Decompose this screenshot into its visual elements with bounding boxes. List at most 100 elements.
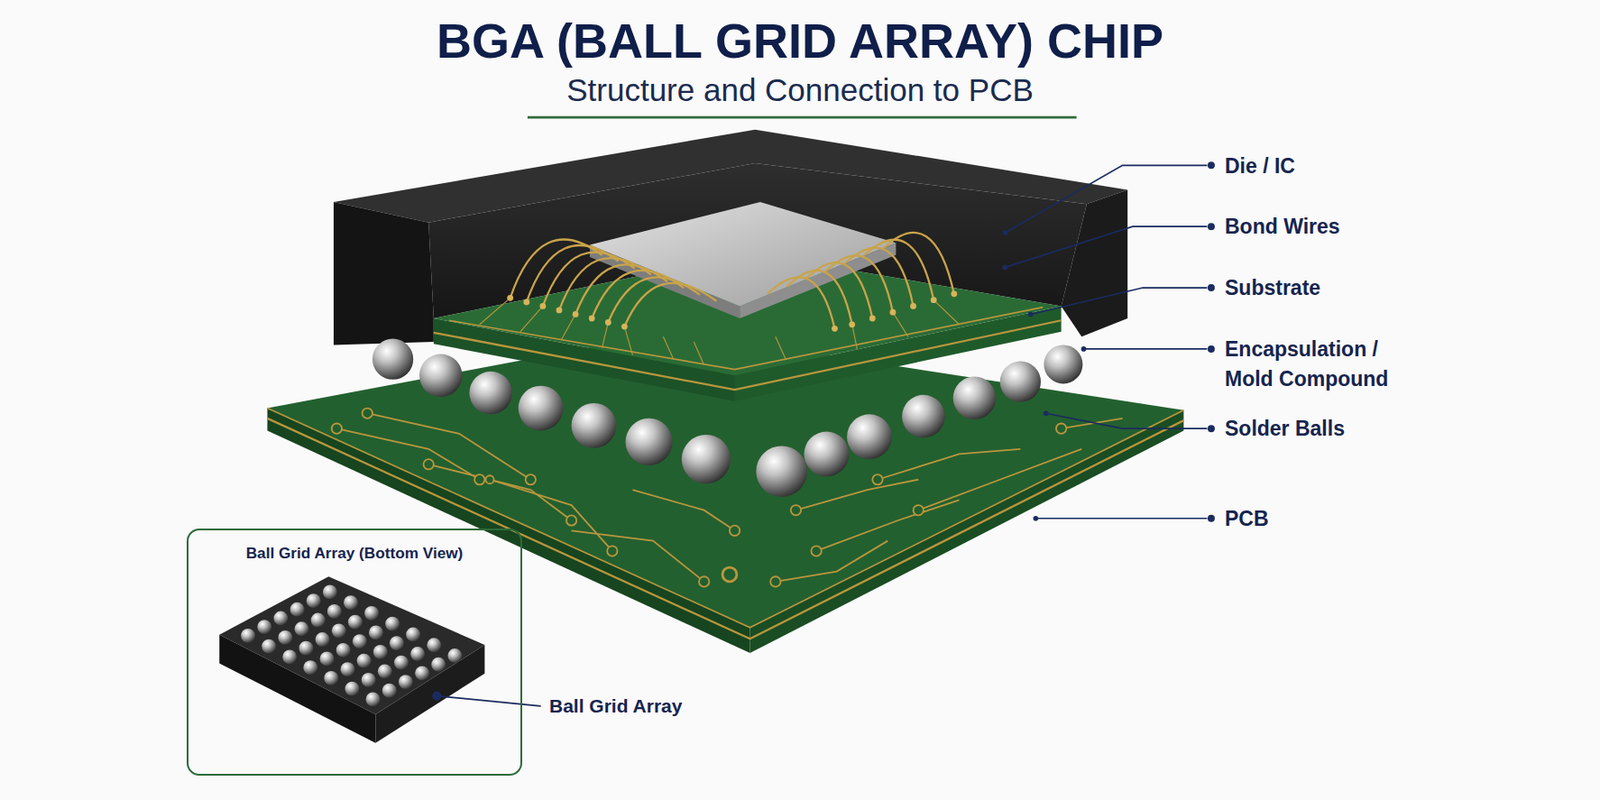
part-label: Bond Wires <box>1224 211 1341 242</box>
substrate <box>449 307 1043 370</box>
bond-pads <box>605 319 612 326</box>
leader-dots <box>1207 284 1215 292</box>
bga-ball-grid <box>273 611 288 626</box>
die <box>589 202 896 306</box>
bga-ball-grid <box>261 639 276 654</box>
bga-ball-grid <box>298 641 313 656</box>
bga-ball-grid <box>306 593 322 608</box>
pcb-traces <box>816 499 959 552</box>
die <box>589 202 896 319</box>
substrate-traces <box>775 336 786 359</box>
mold-compound <box>1061 189 1129 337</box>
pcb-pads <box>525 474 536 485</box>
solder-balls <box>518 386 564 432</box>
pcb-pads <box>913 505 924 515</box>
solder-balls <box>804 432 850 478</box>
leader-lines <box>1084 348 1208 350</box>
pcb-pads <box>423 459 434 469</box>
pcb-pads <box>770 576 781 587</box>
bga-ball-grid <box>447 648 462 663</box>
bga-ball-grid <box>323 671 339 686</box>
bond-pads <box>869 315 876 322</box>
leader-lines <box>1046 413 1208 429</box>
bond-pads <box>930 296 938 304</box>
pcb-pads <box>790 505 801 515</box>
bond-pads <box>621 323 628 331</box>
bga-ball-grid <box>414 665 430 681</box>
bond-wires <box>510 232 955 329</box>
pcb-pads <box>1056 423 1067 434</box>
pcb-pads <box>486 475 495 484</box>
bond-wires <box>624 283 717 327</box>
leader-dots <box>432 161 1215 700</box>
bga-ball-grid <box>385 616 400 632</box>
leader-dots <box>1207 514 1215 523</box>
pcb-pads <box>566 514 577 525</box>
leader-lines <box>1035 517 1207 520</box>
title-underline <box>527 116 1077 120</box>
leader-lines <box>1004 226 1207 267</box>
solder-balls <box>846 413 892 460</box>
leader-dots <box>1081 346 1087 352</box>
bga-ball-grid <box>361 672 377 688</box>
bga-ball-grid <box>320 651 335 666</box>
pcb-pads <box>810 545 821 556</box>
solder-balls <box>372 339 1083 497</box>
solder-balls <box>372 339 414 380</box>
bga-ball-grid <box>331 623 347 638</box>
bga-ball-grid <box>343 595 359 610</box>
bond-wires <box>845 248 914 307</box>
bond-wires <box>591 270 684 319</box>
bga-ball-grid <box>398 674 414 690</box>
bga-ball-grid <box>366 692 381 708</box>
bga-ball-grid <box>348 615 363 630</box>
pcb-pads <box>606 545 617 556</box>
bond-wires <box>806 262 874 319</box>
bga-ball-grid <box>373 644 388 660</box>
leader-lines <box>1004 165 1207 233</box>
pcb-pads <box>331 423 342 434</box>
leader-dots <box>1002 265 1009 271</box>
leader-dots <box>1033 515 1040 522</box>
solder-balls <box>1000 361 1041 403</box>
leader-lines <box>436 696 541 707</box>
leader-dots <box>1207 222 1215 230</box>
substrate-traces <box>693 341 704 366</box>
bond-pads <box>539 303 546 310</box>
bond-pads <box>556 307 563 314</box>
bga-ball-grid <box>368 625 384 641</box>
bga-ball-grid <box>410 646 425 662</box>
bond-pads <box>572 311 580 318</box>
solder-balls <box>625 418 673 466</box>
bga-ball-grid <box>382 683 397 699</box>
pcb-traces <box>428 464 571 521</box>
bga-ball-grid <box>405 627 421 643</box>
bga-ball-grid <box>340 662 356 677</box>
leader-dots <box>1002 229 1009 236</box>
pcb-traces <box>775 541 888 582</box>
bga-ball-grid <box>327 604 342 619</box>
bond-pads <box>831 325 838 332</box>
bond-wires <box>767 276 836 329</box>
leader-dots <box>432 691 442 701</box>
bga-ball-grid <box>290 602 305 617</box>
bond-wires <box>825 255 893 313</box>
solder-balls <box>953 376 997 420</box>
bga-ball-grid <box>322 585 338 600</box>
title-underline <box>527 117 1077 119</box>
bga-ball-grid <box>426 637 442 653</box>
bond-pads <box>890 309 897 316</box>
pcb-pads <box>698 576 709 587</box>
leader-dots <box>1207 161 1215 169</box>
leader-dots <box>1028 312 1034 318</box>
part-label: Die / IC <box>1224 151 1296 182</box>
bond-pads <box>523 298 530 305</box>
pcb-pads <box>872 474 883 485</box>
bga-ball-grid <box>357 653 372 669</box>
bga-ball-grid <box>364 606 379 621</box>
leader-lines <box>436 165 1207 707</box>
pcb-traces <box>918 449 1082 511</box>
pcb-pads <box>474 474 485 485</box>
